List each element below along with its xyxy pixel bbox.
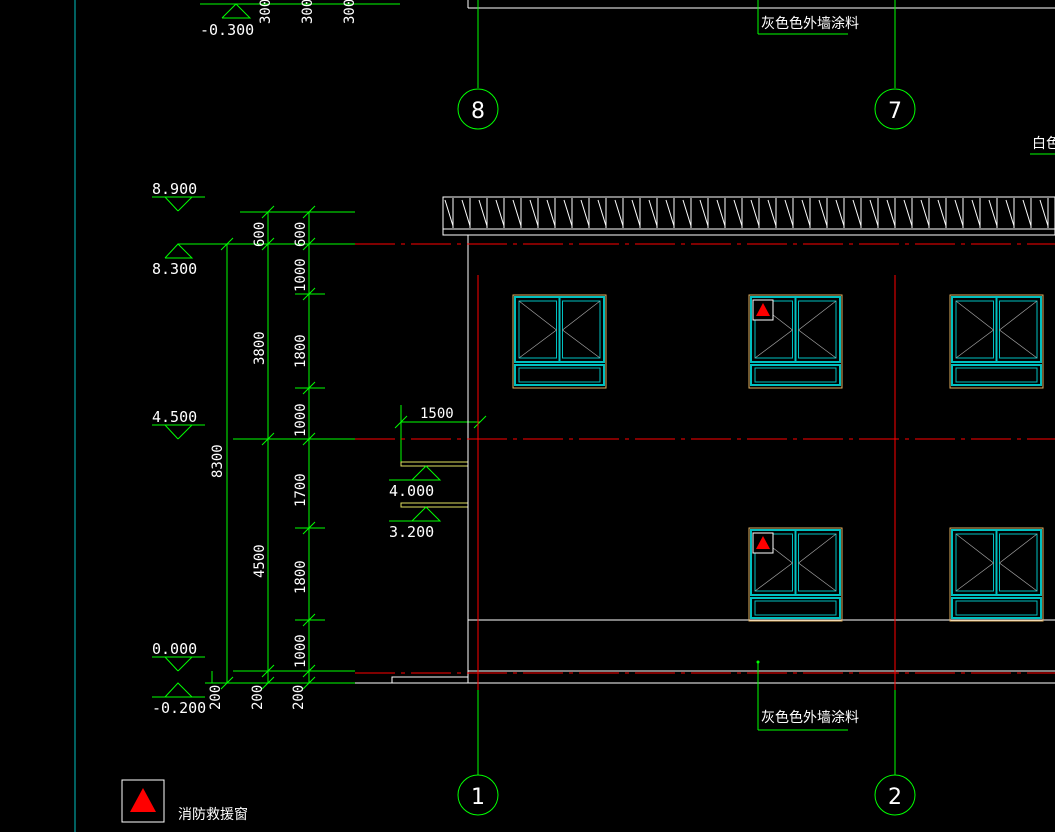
note-top-material: 灰色色外墙涂料 [761,15,859,32]
svg-text:4.000: 4.000 [389,482,434,500]
window-upper-1 [512,294,607,389]
level-mark-8900: 8.900 [152,180,205,212]
dim-right-1800-b: 1800 [293,560,309,594]
dim-top-partial-3: 300 [342,0,358,24]
axis-bubble-7: 7 [874,88,916,130]
dim-top-partial-2: 300 [300,0,316,24]
dim-top-partial-1: 300 [258,0,274,24]
dim-bottom-200-b: 200 [250,685,266,710]
svg-text:白色: 白色 [1032,135,1055,152]
axis-bubble-2: 2 [874,774,916,816]
axis-bubble-1: 1 [457,774,499,816]
dim-segment-3800: 3800 [252,331,268,365]
axis-lines [355,243,1055,710]
dim-chain-middle [233,205,355,690]
fire-rescue-marker-upper [752,299,774,321]
dim-right-1000-b: 1000 [293,403,309,437]
svg-text:8.300: 8.300 [152,260,197,278]
level-top-partial: -0.300 [200,21,254,39]
svg-text:8: 8 [471,99,485,124]
dim-inner-top-600: 600 [252,222,268,247]
svg-text:4.500: 4.500 [152,408,197,426]
svg-text:3.200: 3.200 [389,523,434,541]
level-mark-canopy-bottom: 3.200 [389,506,442,541]
dim-chain-total [205,237,355,690]
dim-canopy-1500: 1500 [420,406,454,422]
dim-right-1000-c: 1000 [293,634,309,668]
level-mark-4500: 4.500 [152,408,205,440]
window-upper-2 [748,294,843,389]
dim-bottom-200-c: 200 [291,685,307,710]
bottom-leaders [477,662,896,775]
svg-text:0.000: 0.000 [152,640,197,658]
roof-eave [442,196,1055,236]
note-top-right: 白色 [1030,135,1055,155]
level-mark-minus0200: -0.200 [152,682,206,717]
svg-text:2: 2 [888,785,902,810]
building-walls [355,235,1055,684]
dim-bottom-200-a: 200 [208,685,224,710]
dim-right-600: 600 [293,222,309,247]
window-upper-3 [949,294,1044,389]
top-partial-section: -0.300 300 300 300 灰色色外墙涂料 [200,0,1055,88]
level-mark-canopy-top: 4.000 [389,465,442,500]
svg-text:1: 1 [471,785,485,810]
svg-text:-0.200: -0.200 [152,699,206,717]
svg-text:7: 7 [888,99,902,124]
dim-right-1800-a: 1800 [293,334,309,368]
canopy-dimension [394,405,487,465]
fire-rescue-marker-lower [752,532,774,554]
window-lower-2 [748,527,843,622]
dim-total-8300: 8300 [210,444,226,478]
level-mark-8300: 8.300 [152,243,205,278]
svg-text:8.900: 8.900 [152,180,197,198]
legend-fire-rescue-window: 消防救援窗 [121,779,248,823]
window-lower-3 [949,527,1044,622]
legend-label: 消防救援窗 [178,806,248,823]
axis-bubble-8: 8 [457,88,499,130]
dim-chain-right [233,205,355,690]
note-bottom-material: 灰色色外墙涂料 [761,709,859,726]
dim-segment-4500: 4500 [252,544,268,578]
dim-right-1000-a: 1000 [293,258,309,292]
dim-right-1700: 1700 [293,473,309,507]
level-mark-0000: 0.000 [152,640,205,672]
